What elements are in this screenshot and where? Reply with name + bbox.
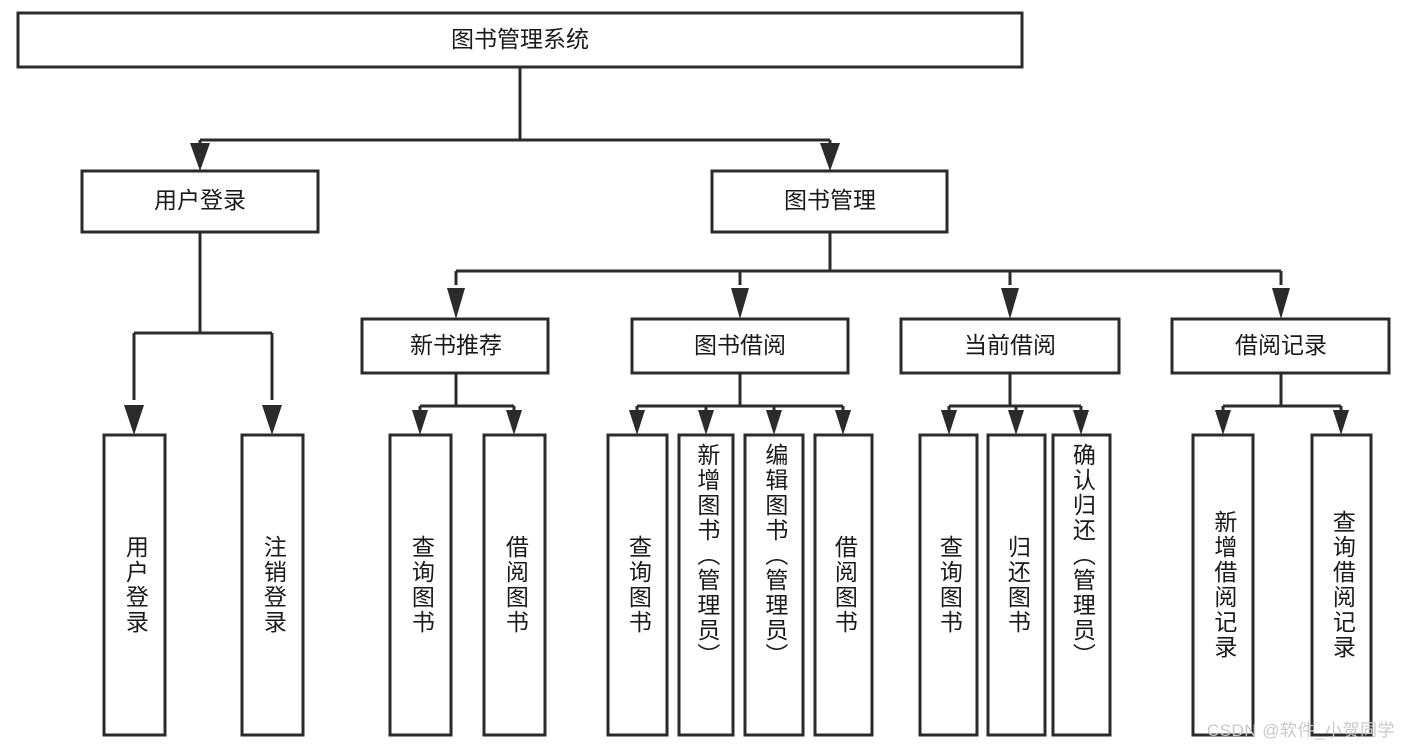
node-borrow-record[interactable] (1170, 317, 1391, 375)
node-root[interactable] (16, 11, 1024, 69)
leaf-logout[interactable] (240, 433, 305, 737)
leaf-add-book[interactable] (677, 433, 735, 737)
node-borrow-record-label: 借阅记录 (1235, 332, 1327, 358)
node-new-book-recommend-label: 新书推荐 (410, 332, 502, 358)
node-book-management[interactable] (710, 169, 949, 234)
leaf-edit-book[interactable] (743, 433, 805, 737)
leaf-user-login[interactable] (102, 433, 167, 737)
arrow-leaf-add-record (1215, 410, 1231, 435)
leaf-return-book[interactable] (986, 433, 1047, 737)
arrow-leaf-edit-book (766, 410, 782, 435)
arrow-leaf-query-book-1 (412, 410, 428, 435)
node-new-book-recommend[interactable] (360, 317, 550, 375)
node-current-borrow[interactable] (899, 317, 1121, 375)
nodes-layer: 图书管理系统 用户登录 图书管理 新书推荐 图书借阅 当前借阅 借阅记录 (16, 11, 1391, 375)
arrow-leaf-borrow-book-2 (835, 410, 851, 435)
leaf-confirm-return[interactable] (1051, 433, 1112, 737)
node-user-login[interactable] (80, 169, 320, 234)
node-book-borrow[interactable] (630, 317, 850, 375)
leaf-borrow-book-1[interactable] (482, 433, 547, 737)
arrow-borrow-record (1272, 288, 1290, 319)
arrow-user-login (190, 143, 210, 171)
node-root-label: 图书管理系统 (451, 26, 589, 52)
arrow-leaf-return-book (1008, 410, 1024, 435)
arrow-leaf-user-login (124, 405, 144, 435)
arrow-book-borrow (731, 288, 749, 319)
node-book-management-label: 图书管理 (784, 187, 876, 213)
leaf-query-book-1[interactable] (388, 433, 453, 737)
arrow-leaf-query-book-2 (629, 410, 645, 435)
arrow-leaf-confirm-return (1073, 410, 1089, 435)
arrow-new-book-rec (447, 288, 465, 319)
arrow-book-mgmt (820, 143, 840, 171)
leaf-query-record[interactable] (1310, 433, 1373, 737)
leaf-query-book-2[interactable] (606, 433, 669, 737)
node-user-login-label: 用户登录 (154, 187, 246, 213)
arrow-leaf-borrow-book-1 (506, 410, 522, 435)
arrow-leaf-logout (262, 405, 282, 435)
leaves-layer (102, 433, 1373, 737)
csdn-watermark: CSDN @软件_小贺同学 (1206, 721, 1395, 740)
leaf-add-record[interactable] (1191, 433, 1255, 737)
leaf-query-book-3[interactable] (918, 433, 979, 737)
arrow-leaf-query-book-3 (941, 410, 957, 435)
edges-layer (124, 67, 1349, 435)
leaf-borrow-book-2[interactable] (813, 433, 874, 737)
arrow-leaf-query-record (1333, 410, 1349, 435)
arrow-current-borrow (1001, 288, 1019, 319)
arrow-leaf-add-book (698, 410, 714, 435)
node-book-borrow-label: 图书借阅 (694, 332, 786, 358)
node-current-borrow-label: 当前借阅 (964, 332, 1056, 358)
